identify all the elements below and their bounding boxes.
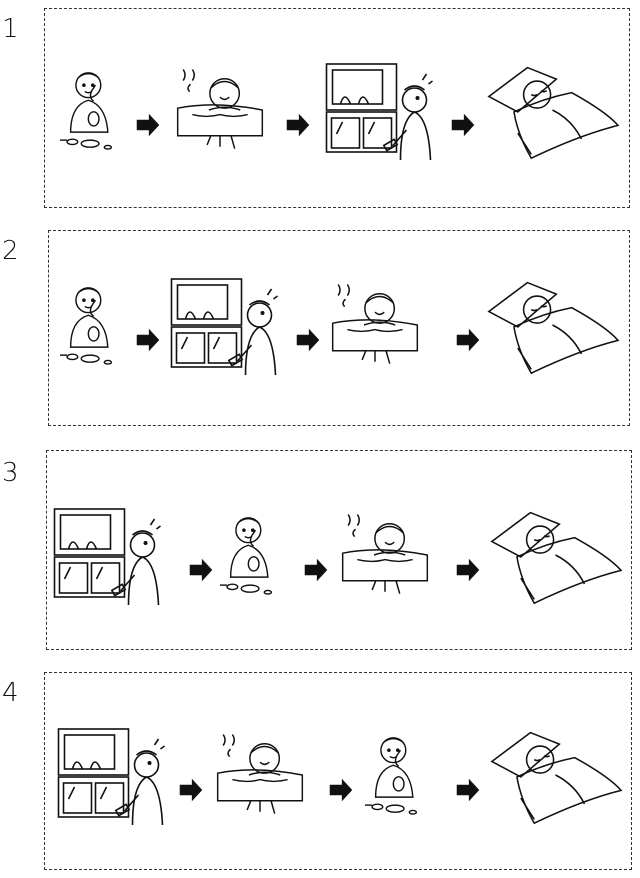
bath-icon (176, 68, 264, 150)
option-number: 1 (2, 14, 19, 44)
arrow-right-icon (304, 558, 328, 582)
sleep-icon (488, 66, 619, 160)
bath-icon (331, 283, 419, 365)
option-box[interactable] (46, 450, 632, 650)
option-number: 3 (2, 458, 19, 488)
arrow-right-icon (296, 328, 320, 352)
arrow-right-icon (456, 778, 480, 802)
arrow-right-icon (189, 558, 213, 582)
option-box[interactable] (44, 8, 630, 208)
option-number: 4 (2, 678, 19, 708)
tv-icon (57, 728, 166, 825)
sleep-icon (491, 511, 622, 605)
eating-icon (60, 72, 113, 150)
sleep-icon (488, 281, 619, 375)
option-box[interactable] (44, 672, 632, 870)
bath-icon (216, 733, 304, 815)
eating-icon (60, 287, 113, 365)
eating-icon (365, 737, 418, 815)
arrow-right-icon (456, 328, 480, 352)
option-box[interactable] (48, 230, 630, 426)
tv-icon (325, 63, 434, 160)
arrow-right-icon (456, 558, 480, 582)
arrow-right-icon (179, 778, 203, 802)
arrow-right-icon (136, 113, 160, 137)
option-number: 2 (2, 236, 19, 266)
tv-icon (53, 508, 162, 605)
arrow-right-icon (286, 113, 310, 137)
arrow-right-icon (329, 778, 353, 802)
eating-icon (220, 517, 273, 595)
bath-icon (341, 513, 429, 595)
arrow-right-icon (451, 113, 475, 137)
sleep-icon (491, 731, 622, 825)
tv-icon (170, 278, 279, 375)
arrow-right-icon (136, 328, 160, 352)
